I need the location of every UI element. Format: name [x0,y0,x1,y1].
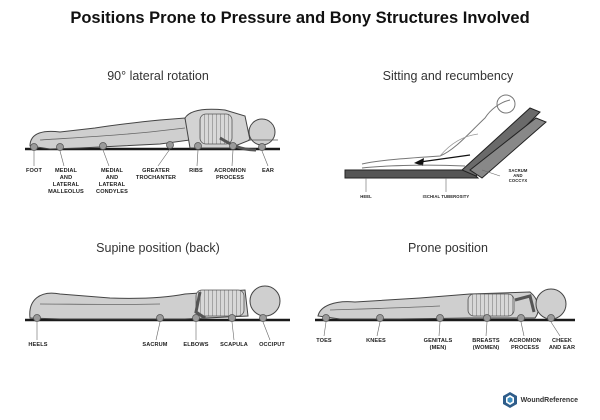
pressure-point [30,143,38,151]
label-acromion-lateral: ACROMION PROCESS [214,168,246,181]
label-malleolus: MEDIAL AND LATERAL MALLEOLUS [48,168,84,195]
label-breasts: BREASTS (WOMEN) [472,338,500,351]
label-elbows: ELBOWS [183,342,209,348]
pressure-point [259,314,267,322]
label-condyles: MEDIAL AND LATERAL CONDYLES [96,168,128,195]
sitting-figure [344,94,547,179]
lateral-head [248,118,276,146]
label-foot: FOOT [26,168,42,174]
label-genitals: GENITALS (MEN) [423,338,453,351]
pressure-point [229,142,237,150]
pressure-point [517,314,525,322]
panel-title-sitting: Sitting and recumbency [382,69,514,83]
lateral-pressure-points [30,141,266,151]
label-greater-trochanter: GREATER TROCHANTER [135,168,177,181]
supine-pressure-points [33,314,267,322]
lateral-legs [29,117,191,150]
lateral-figure [25,108,280,152]
pressure-point [156,314,164,322]
pressure-point [258,143,266,151]
label-scapula: SCAPULA [220,342,248,348]
pressure-point [547,314,555,322]
label-sacrum: SACRUM [142,342,168,348]
prone-figure [315,288,575,322]
pressure-point [376,314,384,322]
prone-pressure-points [322,314,555,322]
label-knees: KNEES [366,338,386,344]
bed-base [344,169,480,179]
label-ischial-tuberosity: ISCHIAL TUBEROSITY [422,194,470,199]
label-heels: HEELS [28,342,48,348]
label-ribs: RIBS [189,168,203,174]
panel-title-prone: Prone position [408,241,488,255]
label-sacrum-coccyx: SACRUM AND COCCYX [508,168,528,183]
wound-reference-logo-icon [502,392,517,408]
panel-title-supine: Supine position (back) [96,241,220,255]
label-acromion-prone: ACROMION PROCESS [509,338,541,351]
lateral-ribcage [199,113,233,145]
page-title: Positions Prone to Pressure and Bony Str… [70,9,530,27]
pressure-point [56,143,64,151]
prone-ribcage [467,293,515,317]
sitting-body-outline [361,99,511,165]
pressure-point [483,314,491,322]
pressure-point [194,142,202,150]
backrest-back [461,107,541,177]
wound-reference-logo: WoundReference [502,392,578,408]
pressure-point [436,314,444,322]
label-ear: EAR [261,168,275,174]
supine-head [249,285,281,317]
prone-leader-lines [323,321,561,337]
lateral-leader-lines [33,148,269,167]
pressure-point [192,314,200,322]
pressure-point [33,314,41,322]
label-toes: TOES [316,338,332,344]
supine-ribcage [195,289,245,317]
label-heel: HEEL [360,194,372,199]
supine-leader-lines [36,321,271,341]
pressure-point [322,314,330,322]
sitting-leader-lines [365,169,501,192]
backrest-front [469,117,547,179]
pressure-point [228,314,236,322]
logo-text: WoundReference [520,396,578,404]
label-cheek-ear: CHEEK AND EAR [548,338,576,351]
supine-figure [25,285,290,322]
pressure-point [99,142,107,150]
pressure-point [166,141,174,149]
panel-title-lateral: 90° lateral rotation [107,69,209,83]
label-occiput: OCCIPUT [259,342,285,348]
